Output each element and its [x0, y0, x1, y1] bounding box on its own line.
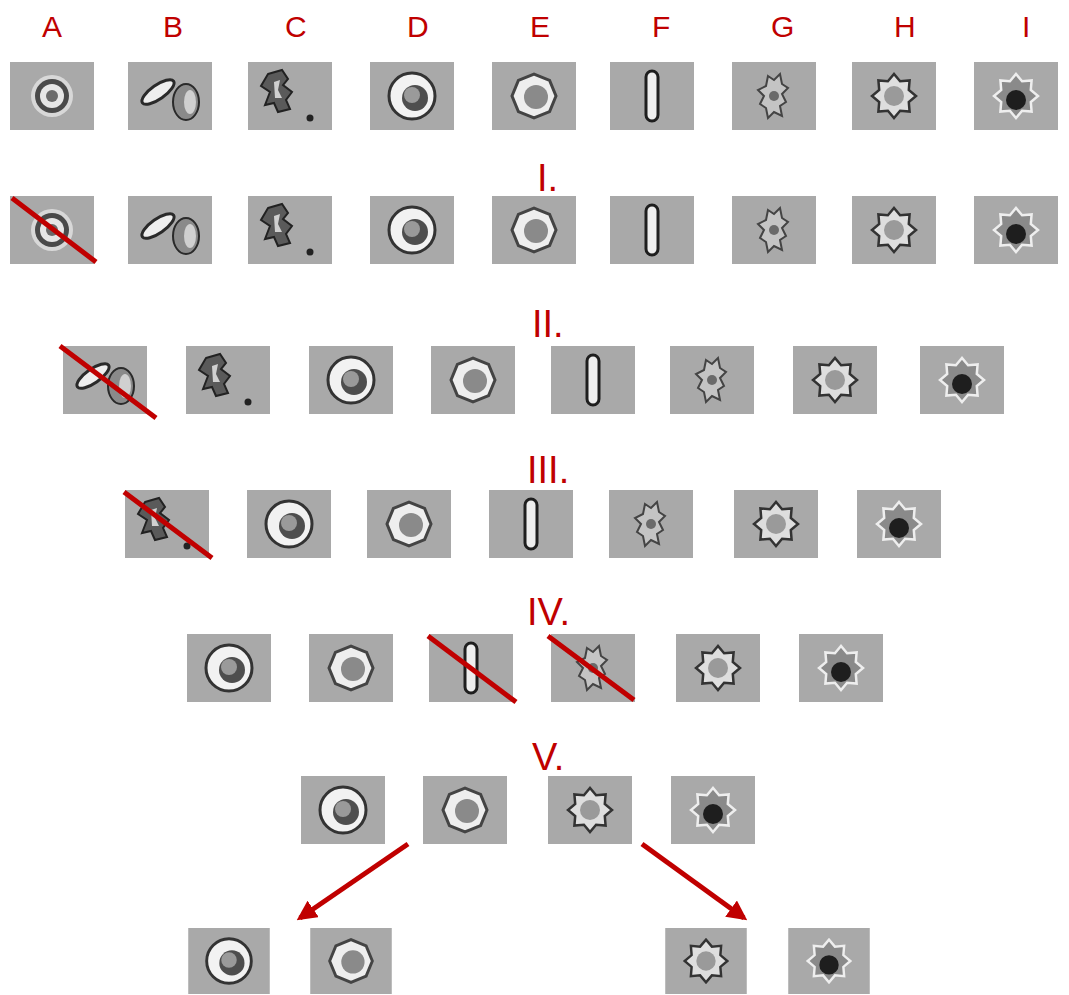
column-letter: E: [530, 12, 550, 42]
column-letter: F: [652, 12, 670, 42]
column-letter: G: [771, 12, 794, 42]
column-letter: I: [1022, 12, 1030, 42]
column-letter: B: [163, 12, 183, 42]
step-numeral: IV.: [527, 593, 570, 631]
column-letter: C: [285, 12, 307, 42]
column-letter: D: [407, 12, 429, 42]
step-numeral: V.: [532, 738, 564, 776]
step-numeral: I.: [537, 159, 558, 197]
step-numeral: III.: [527, 451, 569, 489]
step-numeral: II.: [532, 305, 564, 343]
column-letter: H: [894, 12, 916, 42]
column-letter: A: [42, 12, 62, 42]
